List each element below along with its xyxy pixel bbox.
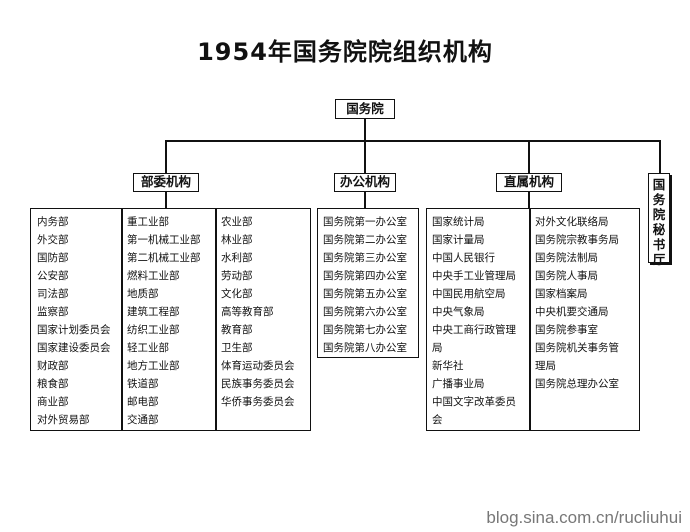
list-item: 国务院宗教事务局: [535, 234, 619, 246]
list-item: 国务院机关事务管: [535, 342, 619, 354]
branch-label-zhishu: 直属机构: [496, 173, 562, 192]
list-item: 高等教育部: [221, 306, 274, 318]
list-item: 国家计量局: [432, 234, 485, 246]
list-item: 水利部: [221, 252, 253, 264]
bangong-box: 国务院第一办公室 国务院第二办公室 国务院第三办公室 国务院第四办公室 国务院第…: [317, 208, 419, 358]
list-item: 民族事务委员会: [221, 378, 295, 390]
bangong-col: 国务院第一办公室 国务院第二办公室 国务院第三办公室 国务院第四办公室 国务院第…: [323, 213, 407, 357]
list-item: 国务院第六办公室: [323, 306, 407, 318]
list-item: 中国人民银行: [432, 252, 495, 264]
column-divider: [529, 209, 531, 430]
list-item: 国务院第二办公室: [323, 234, 407, 246]
zhishu-box: 国家统计局 国家计量局 中国人民银行 中央手工业管理局 中国民用航空局 中央气象…: [426, 208, 640, 431]
list-item: 监察部: [37, 306, 69, 318]
list-item: 劳动部: [221, 270, 253, 282]
list-item: 中国文字改革委员: [432, 396, 516, 408]
list-item: 国务院人事局: [535, 270, 598, 282]
stem-buwei-lower: [165, 191, 167, 208]
list-item: 外交部: [37, 234, 69, 246]
list-item: 对外贸易部: [37, 414, 90, 426]
list-item: 国防部: [37, 252, 69, 264]
list-item: 邮电部: [127, 396, 159, 408]
list-item: 交通部: [127, 414, 159, 426]
list-item: 地方工业部: [127, 360, 180, 372]
column-divider: [215, 209, 217, 430]
buwei-col-3: 农业部 林业部 水利部 劳动部 文化部 高等教育部 教育部 卫生部 体育运动委员…: [221, 213, 295, 411]
list-item: 理局: [535, 360, 556, 372]
list-item: 局: [432, 342, 443, 354]
list-item: 第二机械工业部: [127, 252, 201, 264]
buwei-box: 内务部 外交部 国防部 公安部 司法部 监察部 国家计划委员会 国家建设委员会 …: [30, 208, 311, 431]
list-item: 地质部: [127, 288, 159, 300]
list-item: 商业部: [37, 396, 69, 408]
list-item: 教育部: [221, 324, 253, 336]
column-divider: [121, 209, 123, 430]
list-item: 文化部: [221, 288, 253, 300]
watermark: blog.sina.com.cn/rucliuhui: [486, 508, 682, 527]
list-item: 中央气象局: [432, 306, 485, 318]
list-item: 国务院第三办公室: [323, 252, 407, 264]
stem-bangong-lower: [364, 191, 366, 208]
list-item: 财政部: [37, 360, 69, 372]
list-item: 燃料工业部: [127, 270, 180, 282]
zhishu-col-2: 对外文化联络局 国务院宗教事务局 国务院法制局 国务院人事局 国家档案局 中央机…: [535, 213, 619, 393]
list-item: 国务院第八办公室: [323, 342, 407, 354]
list-item: 国务院第七办公室: [323, 324, 407, 336]
stem-zhishu-lower: [528, 191, 530, 208]
stem-zhishu: [528, 140, 530, 173]
branch-label-bangong: 办公机构: [334, 173, 396, 192]
list-item: 轻工业部: [127, 342, 169, 354]
list-item: 建筑工程部: [127, 306, 180, 318]
branch-horizontal: [165, 140, 659, 142]
stem-buwei: [165, 140, 167, 173]
root-stem: [364, 119, 366, 140]
list-item: 卫生部: [221, 342, 253, 354]
buwei-col-2: 重工业部 第一机械工业部 第二机械工业部 燃料工业部 地质部 建筑工程部 纺织工…: [127, 213, 201, 429]
list-item: 新华社: [432, 360, 464, 372]
list-item: 中央手工业管理局: [432, 270, 516, 282]
zhishu-col-1: 国家统计局 国家计量局 中国人民银行 中央手工业管理局 中国民用航空局 中央气象…: [432, 213, 516, 429]
list-item: 国家统计局: [432, 216, 485, 228]
list-item: 国家计划委员会: [37, 324, 111, 336]
list-item: 华侨事务委员会: [221, 396, 295, 408]
list-item: 国务院参事室: [535, 324, 598, 336]
list-item: 司法部: [37, 288, 69, 300]
list-item: 中央工商行政管理: [432, 324, 516, 336]
list-item: 国家档案局: [535, 288, 588, 300]
list-item: 纺织工业部: [127, 324, 180, 336]
list-item: 会: [432, 414, 443, 426]
list-item: 国务院第四办公室: [323, 270, 407, 282]
list-item: 国务院第五办公室: [323, 288, 407, 300]
list-item: 国务院法制局: [535, 252, 598, 264]
list-item: 内务部: [37, 216, 69, 228]
list-item: 农业部: [221, 216, 253, 228]
list-item: 国务院总理办公室: [535, 378, 619, 390]
buwei-col-1: 内务部 外交部 国防部 公安部 司法部 监察部 国家计划委员会 国家建设委员会 …: [37, 213, 111, 429]
list-item: 国务院第一办公室: [323, 216, 407, 228]
branch-label-mishu: 国务院秘书厅: [648, 173, 670, 267]
list-item: 重工业部: [127, 216, 169, 228]
branch-label-buwei: 部委机构: [133, 173, 199, 192]
diagram-title: 1954年国务院院组织机构: [197, 38, 493, 66]
list-item: 中国民用航空局: [432, 288, 506, 300]
list-item: 对外文化联络局: [535, 216, 609, 228]
stem-mishu: [659, 140, 661, 173]
mishu-text: 国务院秘书厅: [652, 177, 666, 267]
list-item: 第一机械工业部: [127, 234, 201, 246]
list-item: 中央机要交通局: [535, 306, 609, 318]
list-item: 铁道部: [127, 378, 159, 390]
list-item: 体育运动委员会: [221, 360, 295, 372]
list-item: 广播事业局: [432, 378, 485, 390]
root-node: 国务院: [335, 99, 395, 119]
stem-bangong: [364, 140, 366, 173]
list-item: 国家建设委员会: [37, 342, 111, 354]
list-item: 粮食部: [37, 378, 69, 390]
list-item: 林业部: [221, 234, 253, 246]
list-item: 公安部: [37, 270, 69, 282]
